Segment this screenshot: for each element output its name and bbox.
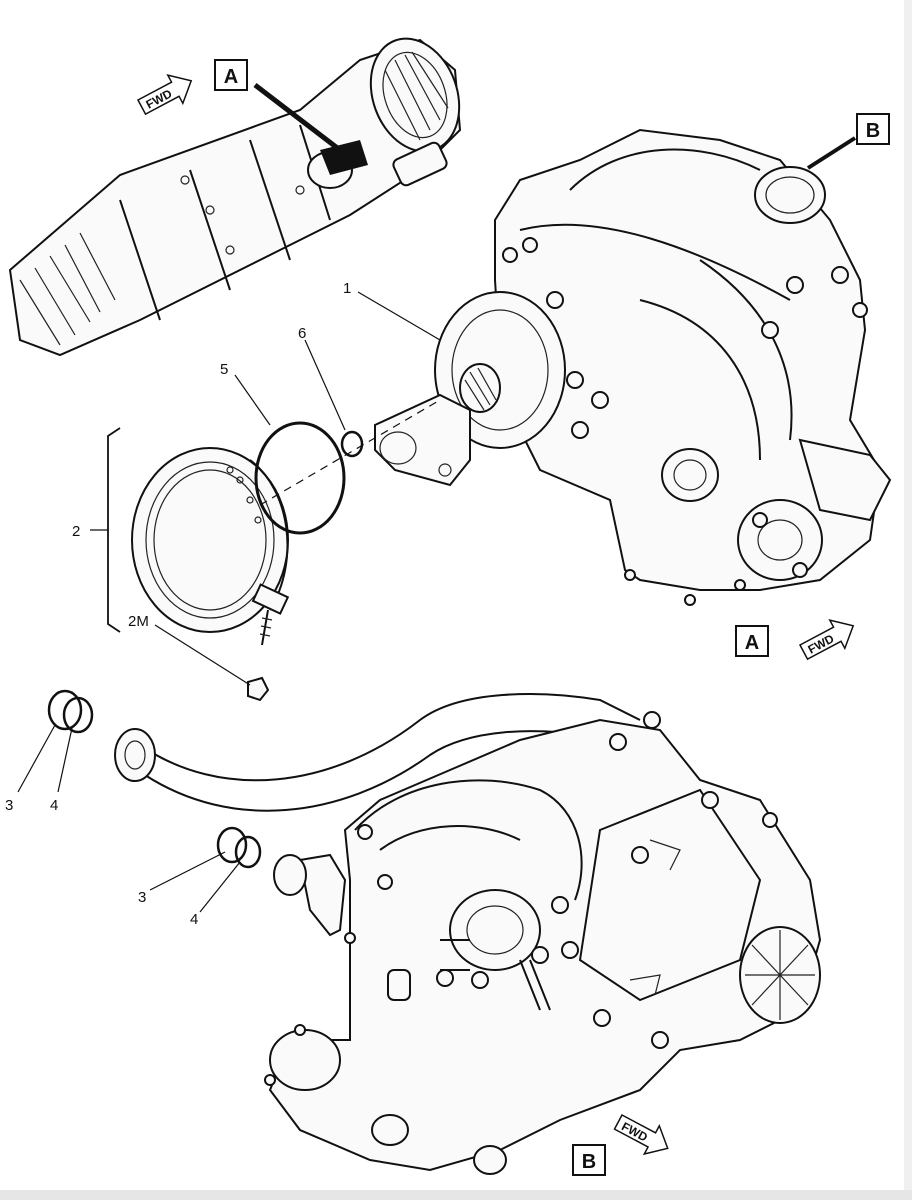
- leader-3a: [17, 724, 56, 793]
- clamp-nut: [247, 676, 270, 702]
- fwd-arrow-middle-icon: FWD: [798, 618, 855, 661]
- alignment-dash: [259, 399, 441, 506]
- leader-2m: [154, 624, 251, 686]
- detail-label-a-bottom-text: A: [745, 632, 759, 654]
- leader-1: [357, 291, 441, 341]
- leader-5: [234, 374, 271, 426]
- snap-ring: [340, 430, 364, 458]
- detail-label-b-bottom: B: [572, 1144, 606, 1176]
- intake-duct-assembly: [8, 37, 462, 357]
- upper-housing-assembly: [374, 128, 892, 606]
- detail-label-b-top-text: B: [866, 120, 880, 142]
- callout-3a: 3: [5, 797, 13, 814]
- leader-b-top: [806, 136, 857, 170]
- item-2-bracket: [107, 427, 121, 633]
- coolant-tube: [114, 693, 641, 812]
- detail-label-a-bottom: A: [735, 625, 769, 657]
- leader-4b: [199, 861, 241, 913]
- o-ring: [254, 421, 346, 535]
- callout-2m: 2M: [128, 613, 149, 630]
- callout-2: 2: [72, 523, 80, 540]
- lower-rings-left: [47, 689, 94, 734]
- leader-4a: [57, 727, 73, 793]
- callout-5: 5: [220, 361, 228, 378]
- fwd-arrow-top-icon: FWD: [136, 73, 193, 116]
- viewer-bottom-bar: [0, 1190, 912, 1200]
- callout-1: 1: [343, 280, 351, 297]
- detail-label-b-top: B: [856, 113, 890, 145]
- viewer-right-edge: [904, 0, 912, 1200]
- leader-3b: [149, 851, 226, 891]
- callout-6: 6: [298, 325, 306, 342]
- detail-label-b-bottom-text: B: [582, 1151, 596, 1173]
- lower-rings-middle: [216, 826, 262, 869]
- fwd-arrow-bottom-icon: FWD: [613, 1113, 669, 1156]
- detail-label-a-top-text: A: [224, 66, 238, 88]
- callout-4a: 4: [50, 797, 58, 814]
- v-band-clamp: [131, 447, 290, 646]
- callout-4b: 4: [190, 911, 198, 928]
- lower-housing-assembly: [264, 711, 822, 1175]
- leader-6: [304, 339, 346, 431]
- callout-3b: 3: [138, 889, 146, 906]
- leader-a-top: [253, 83, 342, 152]
- detail-label-a-top: A: [214, 59, 248, 91]
